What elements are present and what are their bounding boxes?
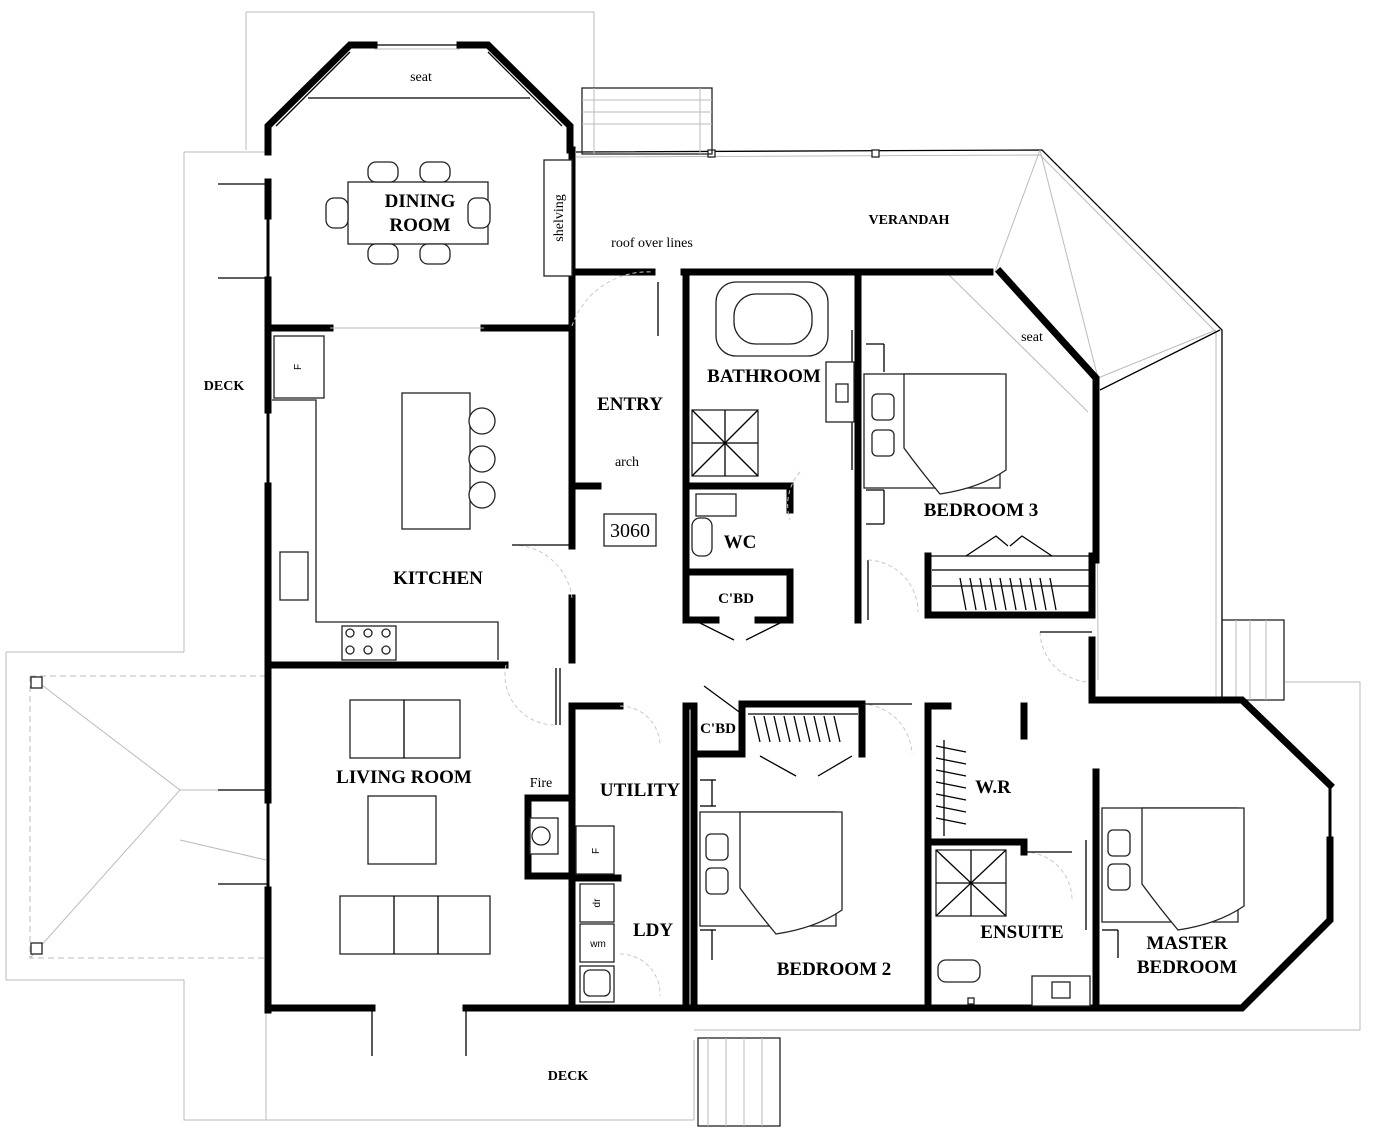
label-ldy: LDY: [633, 920, 673, 941]
label-deck-south: DECK: [548, 1069, 589, 1084]
fixture-labels: F F dr wm: [293, 364, 606, 950]
label-seat-dining: seat: [410, 70, 432, 85]
cupboard-north-doors: [693, 619, 787, 641]
label-master-bedroom-1: MASTER: [1146, 933, 1228, 954]
exterior-walls: [264, 41, 1335, 1014]
label-wc: WC: [724, 532, 757, 553]
label-verandah: VERANDAH: [869, 213, 950, 228]
label-dining-room-1: DINING: [385, 191, 456, 212]
label-cupboard-south: C'BD: [700, 721, 736, 737]
deck-steps-south: [697, 1037, 781, 1127]
deck-posts: [30, 676, 43, 955]
label-kitchen: KITCHEN: [393, 568, 483, 589]
dining-table: [325, 161, 491, 265]
label-arch: arch: [615, 455, 639, 470]
laundry-fixtures: [575, 825, 615, 1003]
dimension-box: [603, 513, 657, 547]
label-shelving: shelving: [552, 194, 567, 241]
bathroom-fixtures: [691, 281, 855, 557]
label-dining-room-2: ROOM: [389, 215, 450, 236]
label-ensuite: ENSUITE: [980, 922, 1063, 943]
exterior-labels: VERANDAH DECK DECK: [204, 213, 950, 1084]
label-bathroom: BATHROOM: [707, 366, 821, 387]
label-dryer: dr: [592, 898, 603, 908]
master-bedroom-furniture: [1101, 807, 1245, 931]
label-seat-bedroom3: seat: [1021, 330, 1043, 345]
bedroom2-furniture: [699, 713, 858, 935]
verandah-steps-north: [581, 87, 713, 155]
label-entry: ENTRY: [597, 394, 663, 415]
label-fridge-kitchen: F: [293, 364, 304, 370]
verandah-steps-east: [1221, 619, 1285, 701]
label-cupboard-north: C'BD: [718, 591, 754, 607]
kitchen-bench: [272, 335, 499, 661]
room-labels: DINING ROOM KITCHEN LIVING ROOM ENTRY BA…: [336, 191, 1237, 980]
label-walk-in-robe: W.R: [975, 777, 1011, 798]
bedroom3-furniture: [863, 373, 1090, 611]
label-deck-west: DECK: [204, 379, 245, 394]
label-dimension: 3060: [610, 520, 650, 542]
label-fridge-utility: F: [591, 848, 602, 854]
label-bedroom-3: BEDROOM 3: [924, 500, 1039, 521]
annotations: seat seat shelving roof over lines arch …: [410, 70, 1043, 791]
walk-in-robe-rail: [935, 740, 967, 836]
windows-doors: [218, 183, 1332, 1056]
ensuite-fixtures: [935, 849, 1091, 1007]
kitchen-island: [401, 392, 496, 530]
label-bedroom-2: BEDROOM 2: [777, 959, 892, 980]
label-utility: UTILITY: [600, 780, 681, 801]
shelving-unit: [543, 159, 573, 277]
label-fire: Fire: [530, 776, 553, 791]
label-living-room: LIVING ROOM: [336, 767, 472, 788]
label-washing-machine: wm: [589, 939, 606, 950]
label-master-bedroom-2: BEDROOM: [1137, 957, 1237, 978]
label-roof-over-lines: roof over lines: [611, 236, 693, 251]
verandah: [575, 149, 1223, 700]
living-furniture: [339, 699, 559, 955]
